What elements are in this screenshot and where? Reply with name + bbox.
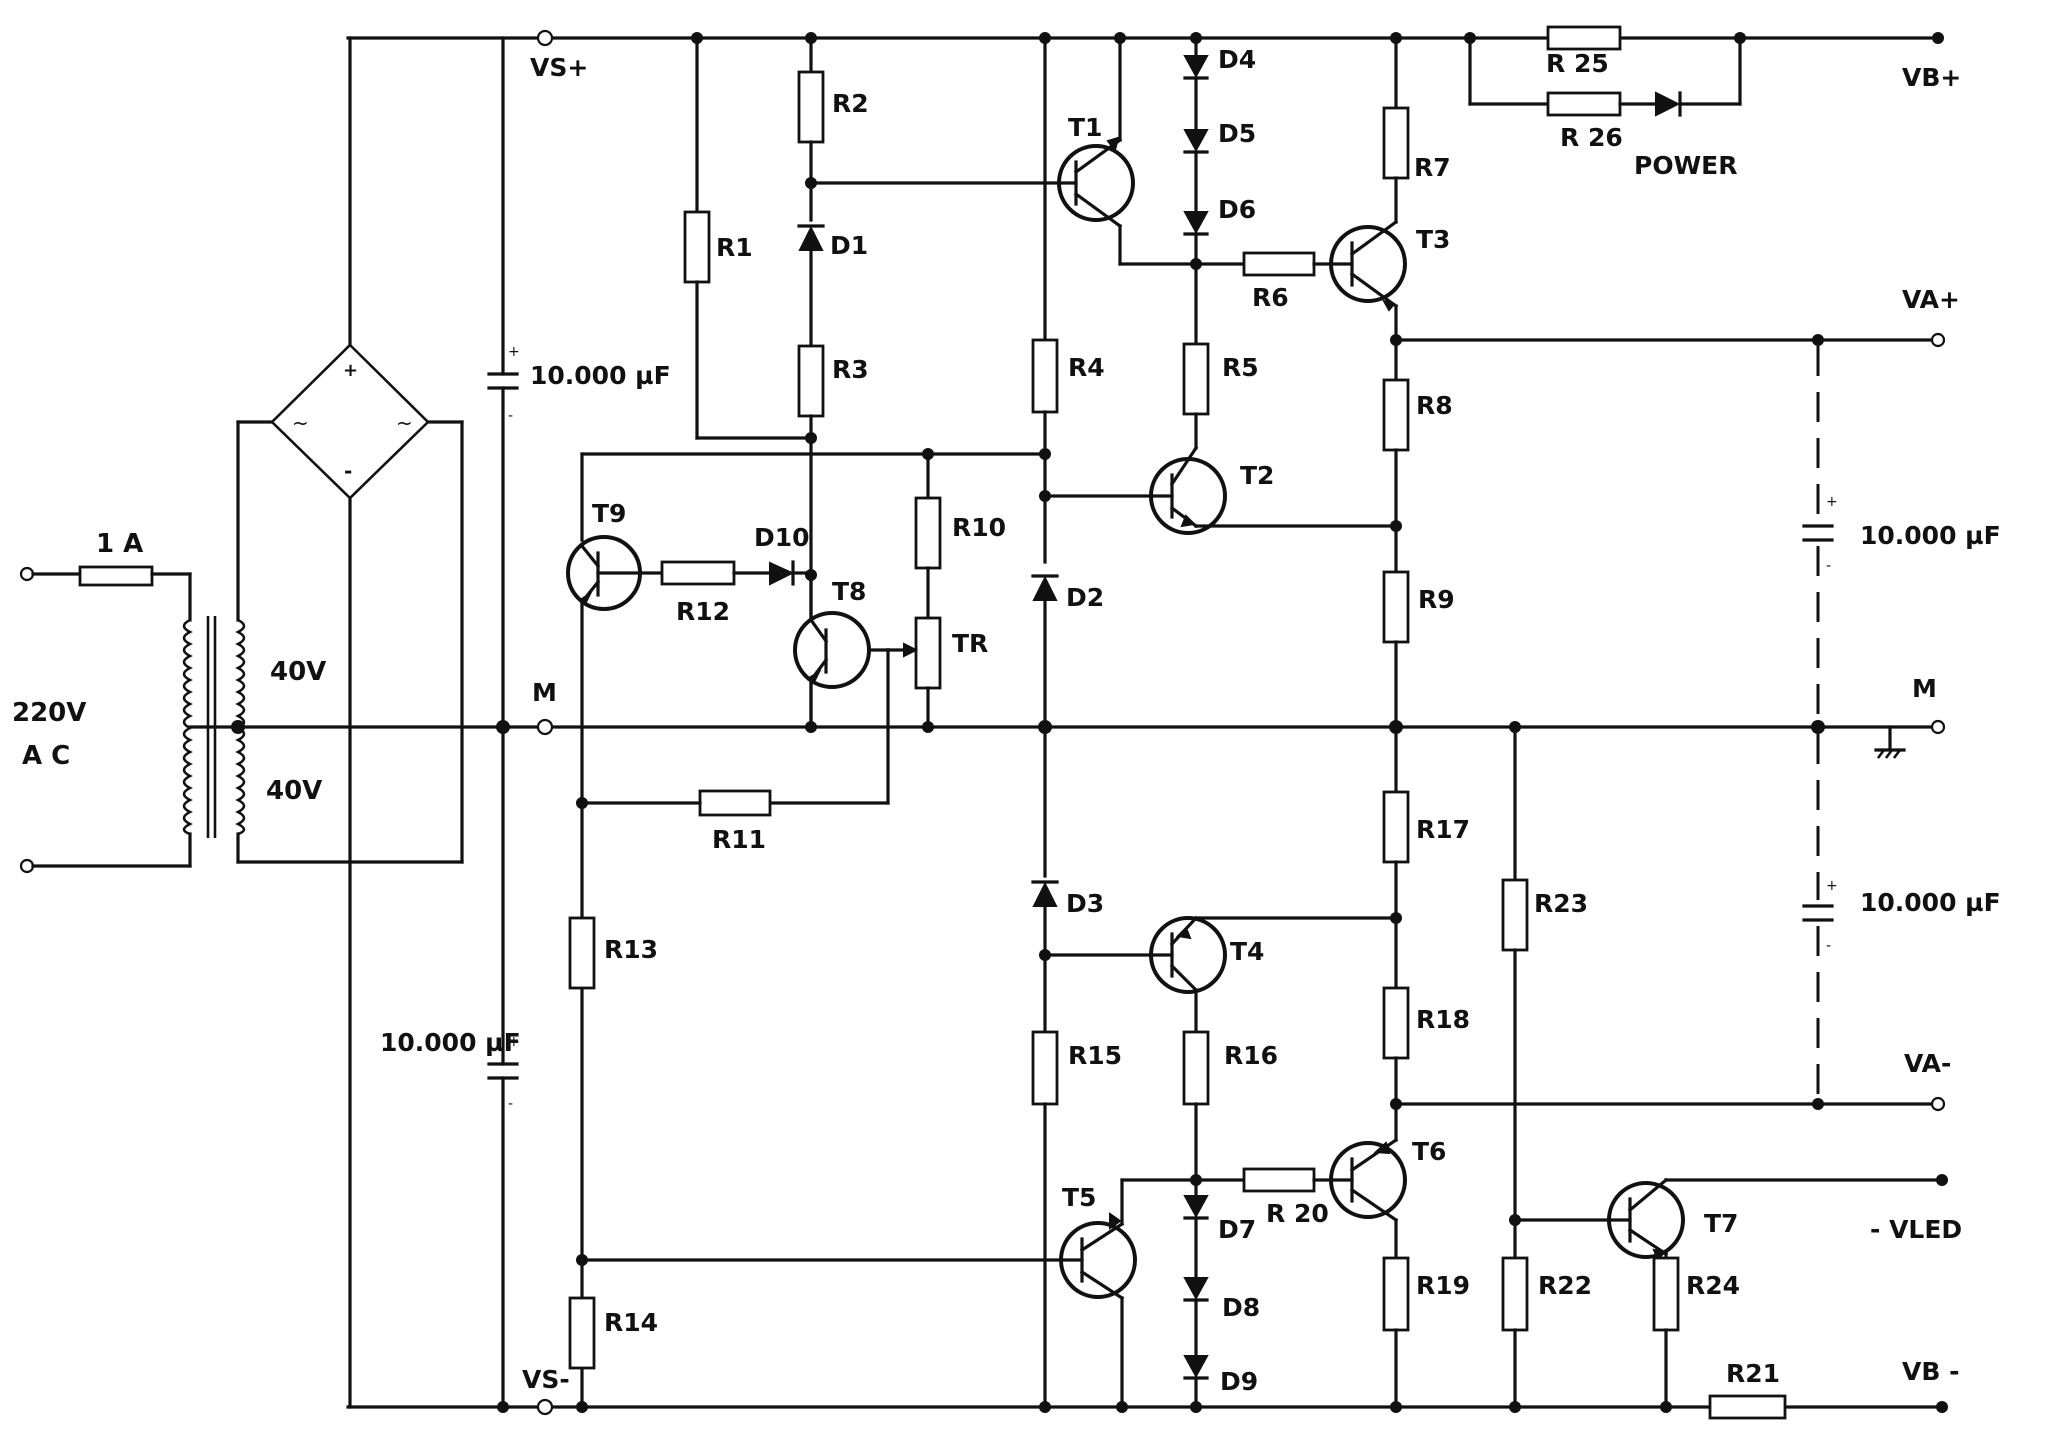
r22-label: R22 xyxy=(1538,1271,1592,1300)
r1-label: R1 xyxy=(716,233,753,262)
r3-label: R3 xyxy=(832,355,869,384)
secondary-lower-label: 40V xyxy=(266,776,322,806)
left-terminals: VS+ M VS- xyxy=(522,29,588,1416)
vb-plus-label: VB+ xyxy=(1902,63,1961,92)
r15-label: R15 xyxy=(1068,1041,1122,1070)
upper-regulator xyxy=(566,25,1934,1413)
r18-label: R18 xyxy=(1416,1005,1470,1034)
lower-regulator xyxy=(580,721,1940,1420)
m-right-terminal[interactable] xyxy=(1930,719,1946,735)
transformer: 40V 40V xyxy=(182,420,464,864)
d4-label: D4 xyxy=(1218,45,1256,74)
svg-text:~: ~ xyxy=(396,411,413,435)
r12-label: R12 xyxy=(676,597,730,626)
d2-label: D2 xyxy=(1066,583,1104,612)
bridge-rectifier: + - ~ ~ xyxy=(270,36,430,1409)
vb-plus-terminal[interactable] xyxy=(1932,32,1944,44)
r21-label: R21 xyxy=(1726,1359,1780,1388)
r16-label: R16 xyxy=(1224,1041,1278,1070)
svg-text:-: - xyxy=(1826,938,1831,954)
m-left-label: M xyxy=(532,678,557,707)
d3-label: D3 xyxy=(1066,889,1104,918)
t2-label: T2 xyxy=(1240,461,1274,490)
svg-text:-: - xyxy=(508,408,513,424)
r4-label: R4 xyxy=(1068,353,1105,382)
va-plus-terminal[interactable] xyxy=(1930,332,1946,348)
r7-label: R7 xyxy=(1414,153,1451,182)
m-right-label: M xyxy=(1912,674,1937,703)
secondary-upper-label: 40V xyxy=(270,657,326,687)
output-section: + - + - 10.000 µF 10.000 µF VB+ VA+ M VA… xyxy=(1634,32,2001,1413)
component-labels: R1 R2 R3 R4 R5 R6 R7 R8 R9 R10 R11 R12 R… xyxy=(592,45,1780,1396)
t5-label: T5 xyxy=(1062,1183,1096,1212)
r24-label: R24 xyxy=(1686,1271,1740,1300)
tr-label: TR xyxy=(952,629,988,658)
d7-label: D7 xyxy=(1218,1215,1256,1244)
cap-top-label: 10.000 µF xyxy=(530,361,671,390)
cap-right-bottom-label: 10.000 µF xyxy=(1860,888,2001,917)
va-minus-terminal[interactable] xyxy=(1930,1096,1946,1112)
t7-label: T7 xyxy=(1704,1209,1738,1238)
fuse-label: 1 A xyxy=(96,529,143,559)
r25-label: R 25 xyxy=(1546,49,1609,78)
mains-voltage-label: 220V xyxy=(12,698,86,728)
t1-label: T1 xyxy=(1068,113,1102,142)
d9-label: D9 xyxy=(1220,1367,1258,1396)
r10-label: R10 xyxy=(952,513,1006,542)
svg-text:-: - xyxy=(508,1096,513,1112)
vled-label: - VLED xyxy=(1870,1215,1962,1244)
r23-label: R23 xyxy=(1534,889,1588,918)
t8-label: T8 xyxy=(832,577,866,606)
r5-label: R5 xyxy=(1222,353,1259,382)
r26-label: R 26 xyxy=(1560,123,1623,152)
d10-label: D10 xyxy=(754,523,810,552)
mains-terminal-bottom[interactable] xyxy=(19,858,35,874)
r17-label: R17 xyxy=(1416,815,1470,844)
t6-label: T6 xyxy=(1412,1137,1446,1166)
svg-text:+: + xyxy=(508,344,520,360)
va-plus-label: VA+ xyxy=(1902,285,1960,314)
r8-label: R8 xyxy=(1416,391,1453,420)
cap-right-top-label: 10.000 µF xyxy=(1860,521,2001,550)
d8-label: D8 xyxy=(1222,1293,1260,1322)
svg-text:+: + xyxy=(1826,494,1838,510)
vb-minus-label: VB - xyxy=(1902,1357,1959,1386)
svg-text:-: - xyxy=(344,459,352,483)
r2-label: R2 xyxy=(832,89,869,118)
vled-terminal[interactable] xyxy=(1936,1174,1948,1186)
input-capacitors: + - + - 10.000 µF 10.000 µF xyxy=(380,36,671,1413)
r13-label: R13 xyxy=(604,935,658,964)
vs-minus-terminal[interactable] xyxy=(536,1398,554,1416)
r14-label: R14 xyxy=(604,1308,658,1337)
vb-minus-terminal[interactable] xyxy=(1936,1401,1948,1413)
t9-label: T9 xyxy=(592,499,626,528)
r19-label: R19 xyxy=(1416,1271,1470,1300)
power-label: POWER xyxy=(1634,151,1737,180)
vs-plus-terminal[interactable] xyxy=(536,29,554,47)
r6-label: R6 xyxy=(1252,283,1289,312)
r9-label: R9 xyxy=(1418,585,1455,614)
svg-text:+: + xyxy=(1826,878,1838,894)
cap-bottom-label: 10.000 µF xyxy=(380,1028,521,1057)
t3-label: T3 xyxy=(1416,225,1450,254)
va-minus-label: VA- xyxy=(1904,1049,1951,1078)
svg-text:-: - xyxy=(1826,558,1831,574)
vs-minus-label: VS- xyxy=(522,1365,570,1394)
m-left-terminal[interactable] xyxy=(536,718,554,736)
r11-label: R11 xyxy=(712,825,766,854)
r20-label: R 20 xyxy=(1266,1199,1329,1228)
mains-type-label: A C xyxy=(22,741,70,771)
svg-text:~: ~ xyxy=(292,411,309,435)
fuse xyxy=(78,565,154,587)
mains-terminal-top[interactable] xyxy=(19,566,35,582)
vs-plus-label: VS+ xyxy=(530,53,588,82)
t4-label: T4 xyxy=(1230,937,1264,966)
mains-input: 1 A 220V A C xyxy=(12,529,192,874)
d1-label: D1 xyxy=(830,231,868,260)
svg-text:+: + xyxy=(343,360,358,381)
svg-text:+: + xyxy=(508,1034,520,1050)
d5-label: D5 xyxy=(1218,119,1256,148)
d6-label: D6 xyxy=(1218,195,1256,224)
